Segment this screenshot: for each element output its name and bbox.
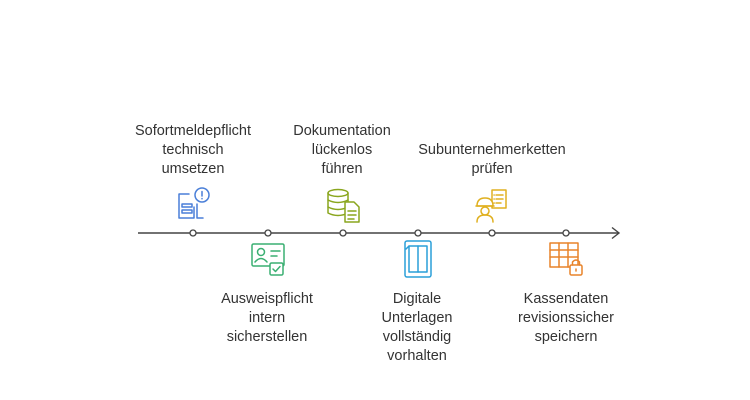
milestone-label-4: Digitale Unterlagen vollständig vorhalte… [381,291,453,364]
spreadsheet-lock-icon [549,242,583,276]
timeline-tick-4 [414,229,422,237]
milestone-label-2: Ausweispflicht intern sicherstellen [221,291,313,345]
form-alert-icon [178,187,210,219]
milestone-label-3: Dokumentation lückenlos führen [293,123,391,177]
database-document-icon [327,188,360,223]
timeline-tick-6 [562,229,570,237]
id-card-check-icon [251,243,285,276]
milestone-label-5: Subunternehmerketten prüfen [418,142,566,177]
tablet-icon [404,240,432,278]
milestone-label-1: Sofortmeldepflicht technisch umsetzen [134,123,252,177]
timeline-tick-5 [488,229,496,237]
timeline-tick-2 [264,229,272,237]
milestone-label-6: Kassendaten revisionssicher speichern [518,291,614,345]
worker-checklist-icon [475,189,507,223]
timeline-tick-1 [189,229,197,237]
timeline-axis-arrow [611,226,621,240]
timeline-tick-3 [339,229,347,237]
